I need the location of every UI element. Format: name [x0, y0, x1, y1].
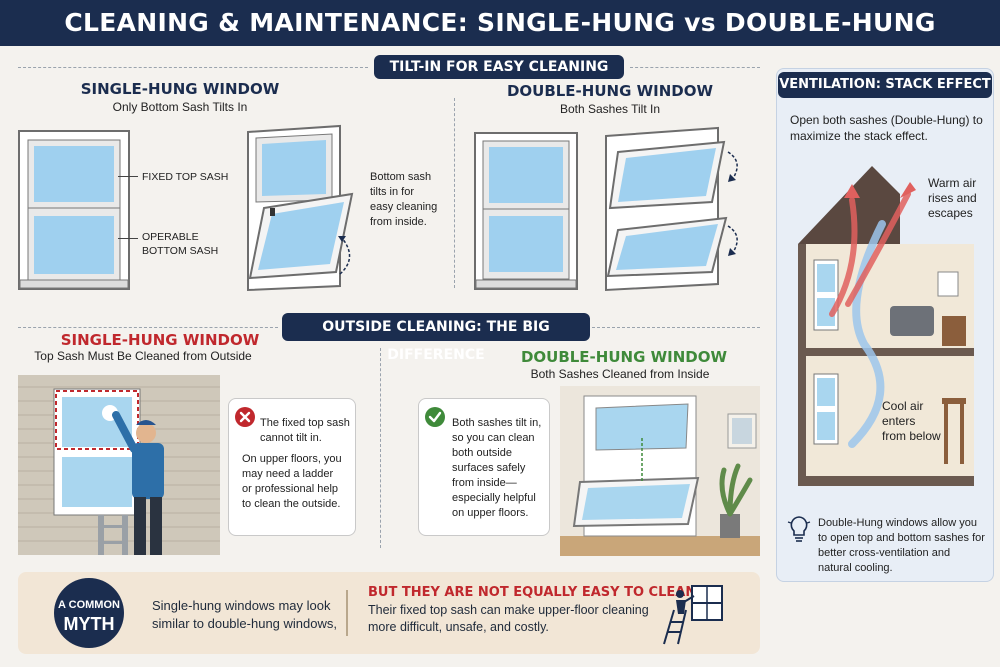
bottom-sash-note-2: tilts in for: [370, 186, 415, 198]
fixed-top-sash-label: FIXED TOP SASH: [142, 171, 229, 183]
outside-section-pill: OUTSIDE CLEANING: THE BIG DIFFERENCE: [282, 313, 590, 363]
outside-divider-right: [592, 327, 760, 328]
page-title: CLEANING & MAINTENANCE: SINGLE-HUNG vs D…: [0, 0, 1000, 83]
ventilation-intro: Open both sashes (Double-Hung) to maximi…: [790, 113, 983, 144]
myth-badge-bottom: MYTH: [63, 614, 115, 634]
outside-center-divider: [380, 348, 381, 548]
bottom-sash-note-3: easy cleaning: [370, 201, 438, 213]
double-card-line-2: so you can clean: [452, 432, 535, 444]
stack-effect-house-illustration: [798, 166, 974, 486]
double-hung-tilt-illustration: [605, 126, 728, 292]
myth-badge-top: A COMMON: [58, 599, 120, 611]
myth-right-line-1: Their fixed top sash can make upper-floo…: [368, 603, 649, 617]
double-card-line-1: Both sashes tilt in,: [452, 417, 542, 429]
single-card-line-5: or professional help: [242, 483, 339, 495]
single-hung-window-illustration: [18, 130, 130, 290]
single-card-line-2: cannot tilt in.: [260, 432, 322, 444]
bottom-sash-note-4: from inside.: [370, 216, 427, 228]
cool-air-line-3: from below: [882, 429, 941, 443]
single-outside-sub: Top Sash Must Be Cleaned from Outside: [34, 349, 252, 363]
single-card-line-3: On upper floors, you: [242, 453, 342, 465]
double-hung-window-illustration: [474, 132, 578, 290]
operable-label-2: BOTTOM SASH: [142, 245, 219, 257]
cool-air-line-1: Cool air: [882, 399, 924, 413]
myth-left-line-2: similar to double-hung windows,: [152, 616, 337, 631]
warm-air-line-1: Warm air: [928, 176, 977, 190]
myth-badge: [54, 578, 124, 648]
myth-left-line-1: Single-hung windows may look: [152, 598, 331, 613]
outside-cleaning-illustration: [18, 375, 220, 555]
warm-air-line-2: rises and: [928, 191, 977, 205]
lightbulb-icon: [787, 516, 811, 542]
bottom-sash-note-1: Bottom sash: [370, 171, 432, 183]
ventilation-tip: Double-Hung windows allow you to open to…: [818, 517, 985, 574]
single-outside-heading: SINGLE-HUNG WINDOW: [60, 331, 260, 349]
double-outside-heading: DOUBLE-HUNG WINDOW: [520, 348, 728, 366]
double-outside-sub: Both Sashes Cleaned from Inside: [530, 367, 710, 381]
single-card-line-6: to clean the outside.: [242, 498, 341, 510]
double-tilt-sub: Both Sashes Tilt In: [559, 102, 661, 116]
cool-air-line-2: enters: [882, 414, 916, 428]
myth-bar: [18, 572, 760, 654]
ladder-window-icon: [663, 585, 723, 645]
myth-right-heading: BUT THEY ARE NOT EQUALLY EASY TO CLEAN.: [368, 585, 702, 600]
double-card-line-4: surfaces safely: [452, 462, 526, 474]
myth-separator: [346, 590, 348, 636]
tilt-arrow-bottom-icon: [727, 225, 738, 256]
warm-air-line-3: escapes: [928, 206, 973, 220]
tilt-arrow-top-icon: [727, 151, 738, 182]
fixed-top-sash-leader: [118, 176, 138, 177]
single-tilt-heading: SINGLE-HUNG WINDOW: [80, 80, 280, 98]
myth-right-line-2: more difficult, unsafe, and costly.: [368, 620, 549, 634]
ventilation-pill: VENTILATION: STACK EFFECT: [778, 72, 992, 98]
tilt-divider-left: [18, 67, 368, 68]
tilt-center-divider: [454, 98, 455, 288]
double-tilt-heading: DOUBLE-HUNG WINDOW: [506, 82, 714, 100]
operable-label-1: OPERABLE: [142, 231, 199, 243]
tilt-section-pill: TILT-IN FOR EASY CLEANING: [374, 55, 624, 79]
outside-divider-left: [18, 327, 278, 328]
double-card-line-7: on upper floors.: [452, 507, 529, 519]
double-card-line-3: both outside: [452, 447, 512, 459]
inside-cleaning-illustration: [560, 386, 760, 556]
single-tilt-sub: Only Bottom Sash Tilts In: [112, 100, 248, 114]
x-circle-icon: [235, 407, 255, 427]
operable-bottom-sash-leader: [118, 238, 138, 239]
tilt-arrow-icon: [338, 236, 351, 275]
double-card-line-6: especially helpful: [452, 492, 536, 504]
double-card-line-5: from inside—: [452, 477, 517, 489]
single-hung-tilt-illustration: [247, 124, 354, 292]
single-card-line-4: may need a ladder: [242, 468, 334, 480]
single-card-line-1: The fixed top sash: [260, 417, 350, 429]
tilt-divider-right: [630, 67, 760, 68]
check-circle-icon: [425, 407, 445, 427]
